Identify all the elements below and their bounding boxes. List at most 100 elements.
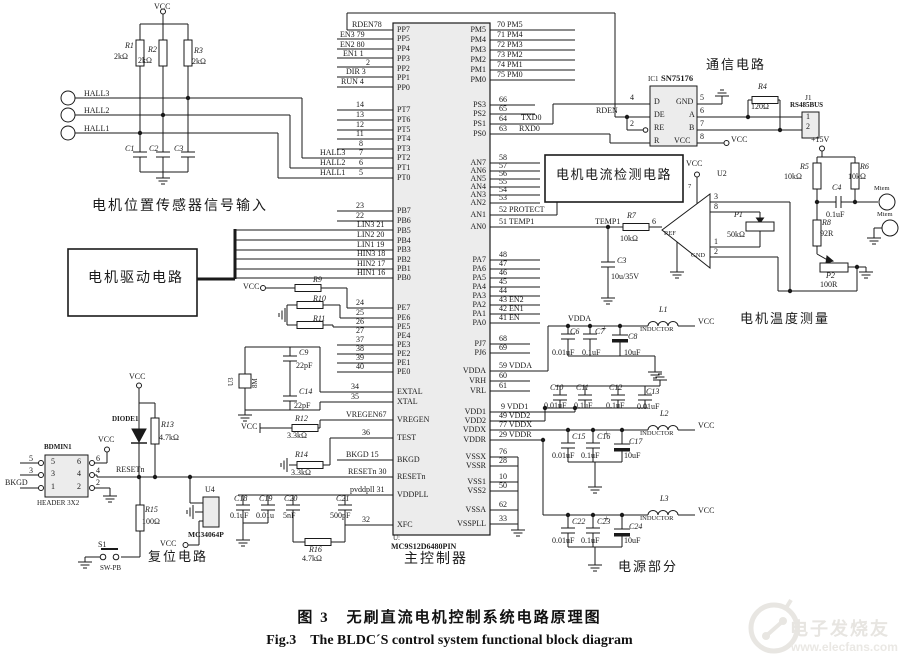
pin: PM5: [470, 25, 486, 34]
pin: PM1: [470, 65, 486, 74]
net: VCC: [98, 435, 115, 444]
val: 4.7kΩ: [159, 433, 179, 442]
val: +: [604, 514, 609, 523]
net: Mtem: [874, 185, 890, 192]
net: VCC: [698, 506, 715, 515]
num: 3: [51, 469, 55, 478]
pin: PT2: [397, 153, 411, 162]
num: 44: [499, 286, 507, 295]
pin: PP0: [397, 83, 410, 92]
val: 10uF: [624, 451, 641, 460]
block-motor-drive: 电机驱动电路: [88, 271, 184, 286]
num: 2: [714, 247, 718, 256]
pin: PT4: [397, 134, 411, 143]
net: LIN2 20: [357, 230, 385, 239]
pin: VDDX: [462, 425, 486, 434]
ref: C11: [576, 383, 589, 392]
net: RESETn: [116, 465, 145, 474]
num: 46: [499, 268, 507, 277]
num: 23: [356, 201, 364, 210]
pin: PT3: [397, 144, 411, 153]
pin: PA4: [472, 282, 487, 291]
val: 0.1uF: [826, 210, 845, 219]
net: BKGD: [5, 478, 28, 487]
ref: R12: [295, 414, 308, 423]
pin: PE5: [397, 322, 411, 331]
block-reset: 复位电路: [148, 549, 209, 564]
pin: VDDR: [463, 435, 486, 444]
vcc-net: VCC: [154, 2, 171, 11]
net: 70 PM5: [497, 20, 523, 29]
net: +15V: [811, 135, 830, 144]
net: VCC: [698, 421, 715, 430]
ref: C2: [149, 144, 159, 153]
ref: RS485BUS: [790, 101, 824, 109]
num: 53: [499, 193, 507, 202]
num: 76: [499, 447, 507, 456]
num: 6: [77, 457, 81, 466]
net: 49 VDD2: [499, 411, 531, 420]
net: VCC: [243, 282, 260, 291]
ref: C1: [125, 144, 135, 153]
val: 0.1uF: [582, 348, 601, 357]
val: 0.01u: [256, 511, 274, 520]
pin: VDDPLL: [397, 490, 429, 499]
ref: C22: [572, 517, 586, 526]
pin: XFC: [397, 520, 413, 529]
num: 60: [499, 371, 507, 380]
ref: R5: [800, 162, 809, 171]
val: 5nF: [283, 511, 296, 520]
net: 73 PM2: [497, 50, 523, 59]
num: 24: [356, 298, 364, 307]
pin: RESETn: [397, 472, 426, 481]
net: 59 VDDA: [499, 361, 532, 370]
pin: VDD2: [464, 416, 486, 425]
pin: PA1: [472, 309, 487, 318]
pin: VDD1: [464, 407, 486, 416]
net: HALL2: [320, 158, 346, 167]
ref: R9: [313, 275, 322, 284]
ref: C6: [570, 327, 580, 336]
net: EN1 1: [343, 49, 364, 58]
pin: VRL: [470, 386, 486, 395]
num: 34: [351, 382, 359, 391]
num: 47: [499, 259, 507, 268]
pin: PB6: [397, 216, 411, 225]
net: RUN 4: [341, 77, 364, 86]
pin: PJ6: [474, 348, 486, 357]
net: RXD0: [519, 124, 540, 133]
num: 6: [359, 158, 363, 167]
num: 5: [359, 168, 363, 177]
chip-part: MC9S12D6480PIN: [391, 542, 457, 551]
num: 64: [499, 114, 507, 123]
pin: VSS2: [467, 486, 486, 495]
val: 3.3kΩ: [287, 431, 307, 440]
ref: C13: [646, 387, 660, 396]
net: 77 VDDX: [499, 420, 532, 429]
num: 2: [96, 478, 100, 487]
num: 2: [806, 122, 810, 131]
val: 0.01uF: [544, 401, 567, 410]
val: 0.01uF: [637, 402, 660, 411]
net: VCC: [698, 317, 715, 326]
num: 48: [499, 250, 507, 259]
num: 6: [700, 106, 704, 115]
num: 7: [688, 183, 692, 190]
pin: PA7: [472, 255, 487, 264]
num: 13: [356, 110, 364, 119]
ref: P1: [734, 210, 743, 219]
pin: VDDA: [462, 366, 486, 375]
pin: AN5: [470, 174, 486, 183]
net: pvddpll 31: [350, 485, 385, 494]
num: 40: [356, 362, 364, 371]
num: 8: [714, 202, 718, 211]
block-power: 电源部分: [618, 559, 679, 574]
net: 9 VDD1: [501, 402, 529, 411]
pin: VREGEN: [397, 415, 430, 424]
pin: TEST: [397, 433, 417, 442]
val: 0.1uF: [581, 451, 600, 460]
pin: PB4: [397, 236, 411, 245]
num: 8: [700, 132, 704, 141]
pin: PP5: [397, 34, 410, 43]
num: 50: [499, 481, 507, 490]
